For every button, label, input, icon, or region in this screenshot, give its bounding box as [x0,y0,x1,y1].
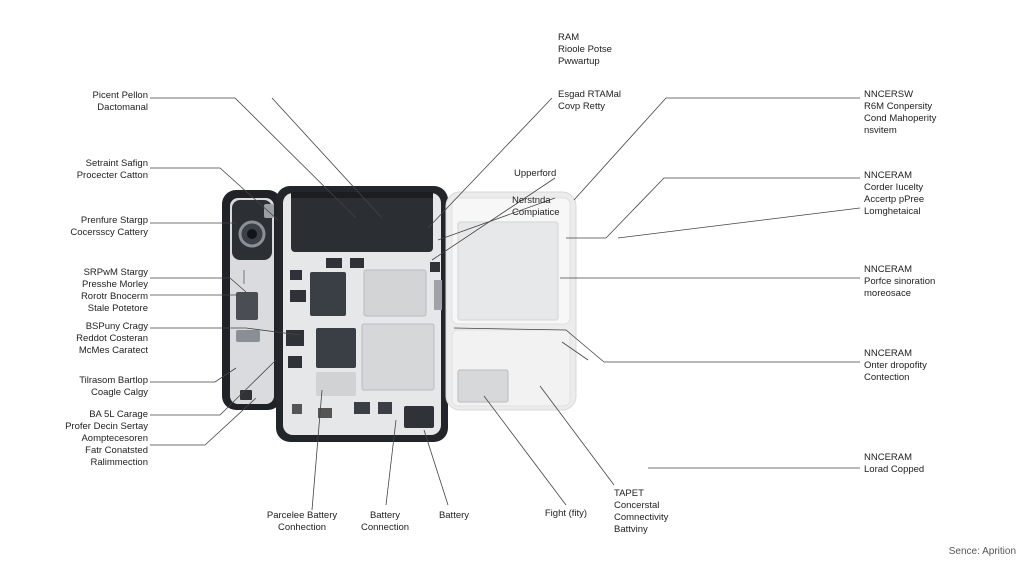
ram-chip [363,269,427,317]
logic-board [276,186,448,442]
storage-chip [361,323,435,391]
processor-chip [310,272,346,316]
display-panel [445,191,577,411]
leader-lines [150,97,861,511]
label-bottom-3: Battery [438,510,470,521]
label-bottom-4: Fight (fity) [544,508,588,519]
back-panel [222,190,282,410]
label-center-2: Upperford [514,168,557,179]
battery-cell [291,192,433,252]
source-caption: Sence: Aprition [948,546,1016,557]
